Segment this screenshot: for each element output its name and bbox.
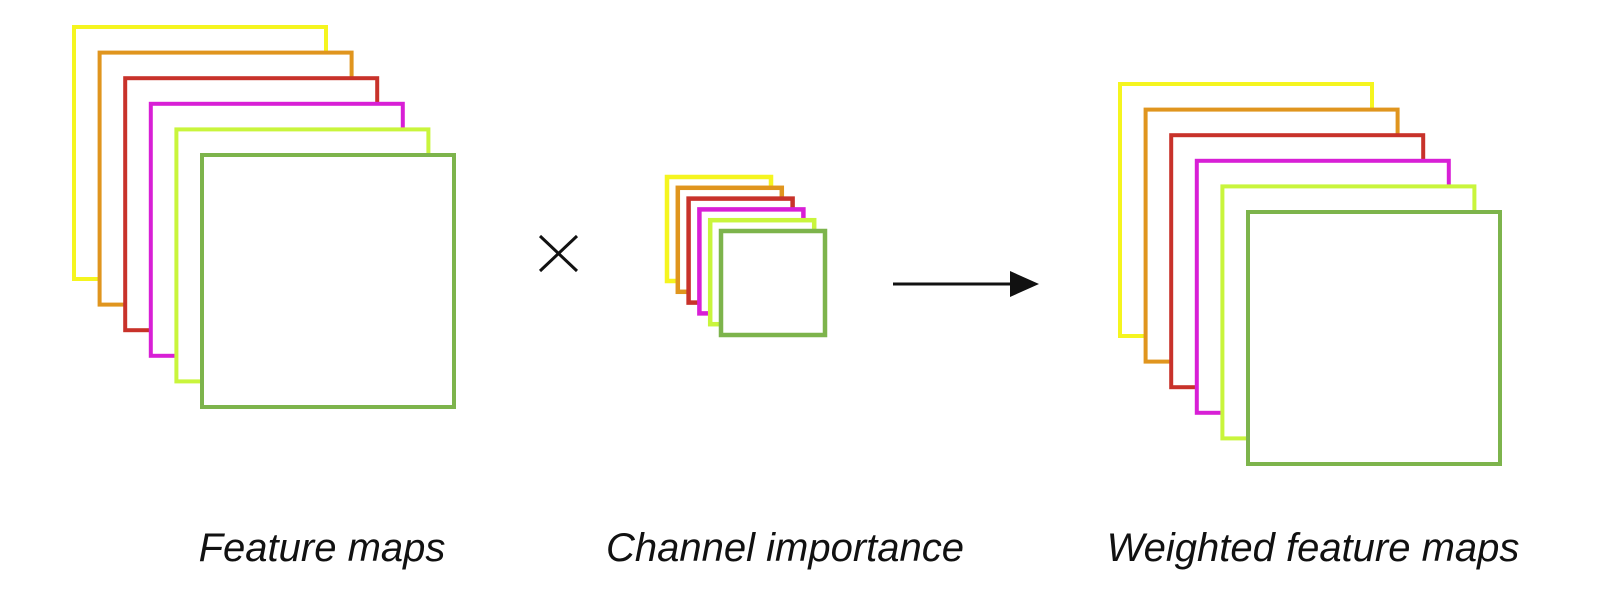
channel-importance-stack xyxy=(664,174,828,338)
feature-maps-caption: Feature maps xyxy=(198,526,446,570)
right-arrow-icon xyxy=(893,271,1039,297)
weighted-feature-map-frame-6 xyxy=(1246,210,1502,466)
weighted-feature-maps-caption: Weighted feature maps xyxy=(1106,526,1520,570)
feature-maps-stack xyxy=(72,25,456,409)
multiply-icon xyxy=(538,234,579,273)
channel-importance-caption: Channel importance xyxy=(606,526,964,570)
feature-map-frame-6 xyxy=(200,153,456,409)
weighted-feature-maps-stack xyxy=(1118,82,1502,466)
channel-importance-frame-6 xyxy=(718,228,828,338)
